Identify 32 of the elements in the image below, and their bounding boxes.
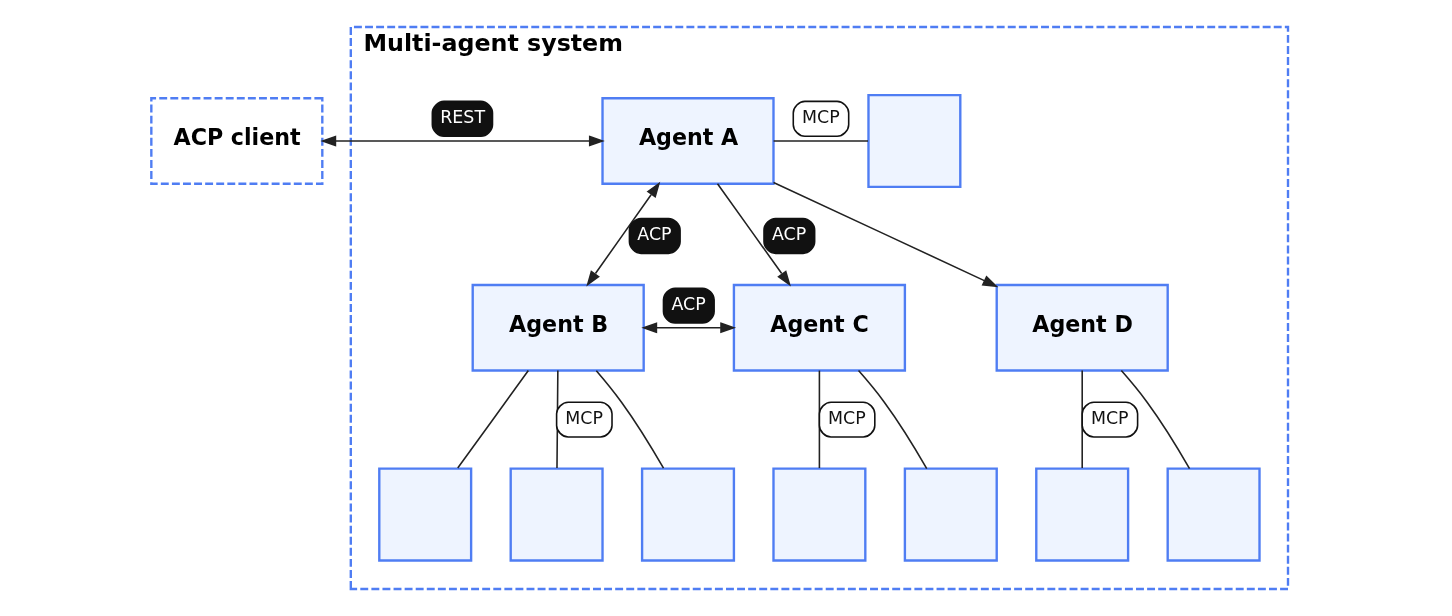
node-box — [509, 467, 604, 562]
connector — [772, 140, 869, 142]
node-box: Agent D — [995, 283, 1169, 372]
arrow — [641, 322, 737, 334]
node-box: Agent A — [601, 97, 775, 185]
connector — [1120, 369, 1191, 470]
node-box — [1035, 467, 1130, 562]
node-box — [772, 467, 867, 562]
node-box: Agent B — [471, 283, 645, 372]
connector — [456, 369, 530, 469]
edge-label: ACP — [637, 224, 672, 245]
node-box — [903, 467, 998, 562]
edge-label: REST — [440, 107, 486, 128]
node-box — [867, 93, 962, 189]
arrow — [772, 181, 999, 288]
arrow — [716, 183, 791, 287]
edge-label: MCP — [801, 107, 840, 128]
connector — [1081, 369, 1083, 469]
arrow — [320, 135, 605, 147]
node-box — [1166, 467, 1261, 562]
node-box — [378, 467, 473, 562]
node-box: ACP client — [150, 97, 324, 185]
edge-label: MCP — [1090, 408, 1129, 429]
edge-label: MCP — [565, 408, 603, 429]
node-box — [640, 467, 736, 562]
connector — [857, 369, 928, 470]
connector — [595, 369, 665, 469]
node-box: Agent C — [732, 283, 907, 372]
edge-label: ACP — [671, 294, 706, 315]
edge-label: MCP — [828, 408, 866, 429]
arrow — [586, 181, 661, 287]
edge-label: ACP — [771, 224, 807, 245]
